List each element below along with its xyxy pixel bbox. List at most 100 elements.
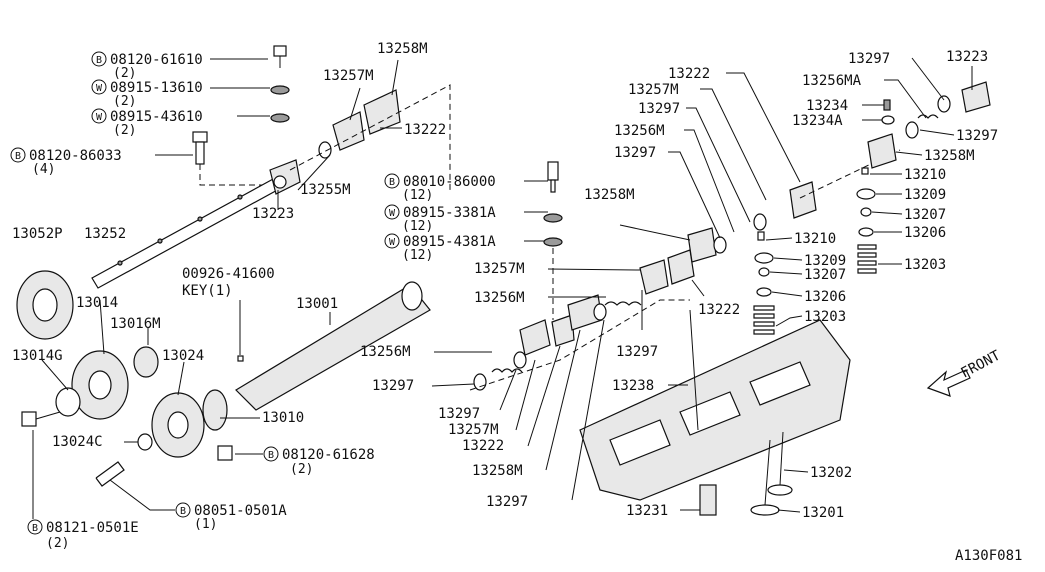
bolts-lower-left xyxy=(21,411,233,487)
label-13016M: 13016M xyxy=(110,316,161,332)
label-13297: 13297 xyxy=(848,51,890,67)
label-13258M: 13258M xyxy=(472,463,523,479)
label-13256MA: 13256MA xyxy=(802,73,862,89)
label-13234: 13234 xyxy=(806,98,848,114)
label-13223: 13223 xyxy=(946,49,988,65)
label-13255M: 13255M xyxy=(300,182,351,198)
svg-text:(1): (1) xyxy=(194,517,217,532)
label-13297: 13297 xyxy=(616,344,658,360)
rocker-arm-left xyxy=(269,84,451,195)
label-13001: 13001 xyxy=(296,296,338,312)
label-13297: 13297 xyxy=(638,101,680,117)
label-13258M: 13258M xyxy=(924,148,975,164)
label-13222: 13222 xyxy=(404,122,446,138)
label-13297: 13297 xyxy=(438,406,480,422)
svg-text:08915-4381A: 08915-4381A xyxy=(403,234,496,250)
rocker-arms-center xyxy=(469,149,901,391)
fastener-callout-08051-0501A: B 08051-0501A (1) xyxy=(109,479,287,532)
front-arrow: FRONT xyxy=(926,347,1004,397)
svg-text:W: W xyxy=(389,237,396,248)
label-00926-41600: 00926-41600 xyxy=(182,266,275,282)
fastener-callout-08915-4381A: W 08915-4381A (12) xyxy=(384,233,548,263)
thrust-plate-13016M xyxy=(133,346,159,378)
svg-text:W: W xyxy=(389,208,396,219)
svg-text:B: B xyxy=(15,151,21,162)
label-13202: 13202 xyxy=(810,465,852,481)
cylinder-head xyxy=(579,309,851,516)
svg-text:(4): (4) xyxy=(32,162,55,177)
label-13209: 13209 xyxy=(904,187,946,203)
svg-text:B: B xyxy=(32,523,38,534)
label-13203: 13203 xyxy=(804,309,846,325)
label-13258M: 13258M xyxy=(377,41,428,57)
fastener-callout-08120-86033: B 08120-86033 (4) xyxy=(10,147,193,177)
label-13209: 13209 xyxy=(804,253,846,269)
fastener-callout-08915-43610: W 08915-43610 (2) xyxy=(91,108,270,138)
front-label: FRONT xyxy=(958,347,1003,381)
label-13257M: 13257M xyxy=(628,82,679,98)
svg-text:08120-61628: 08120-61628 xyxy=(282,447,375,463)
svg-text:08915-3381A: 08915-3381A xyxy=(403,205,496,221)
leader-lines xyxy=(41,57,973,513)
svg-text:(2): (2) xyxy=(290,462,313,477)
label-13222: 13222 xyxy=(698,302,740,318)
svg-text:08915-43610: 08915-43610 xyxy=(110,109,203,125)
label-13256M: 13256M xyxy=(474,290,525,306)
label-13206: 13206 xyxy=(904,225,946,241)
label-13297: 13297 xyxy=(614,145,656,161)
label-key: KEY(1) xyxy=(182,283,233,299)
svg-text:(2): (2) xyxy=(113,66,136,81)
fastener-callout-08120-61628: B 08120-61628 (2) xyxy=(235,446,375,477)
cam-gear-13024 xyxy=(137,392,205,458)
label-13231: 13231 xyxy=(626,503,668,519)
label-13207: 13207 xyxy=(904,207,946,223)
label-13203: 13203 xyxy=(904,257,946,273)
svg-text:08120-86033: 08120-86033 xyxy=(29,148,122,164)
fastener-callout-08121-0501E: B 08121-0501E (2) xyxy=(27,430,139,551)
label-13207: 13207 xyxy=(804,267,846,283)
svg-text:W: W xyxy=(96,83,103,94)
valve-parts-right xyxy=(753,81,991,335)
svg-text:B: B xyxy=(180,506,186,517)
svg-text:(12): (12) xyxy=(402,248,433,263)
svg-text:08051-0501A: 08051-0501A xyxy=(194,503,287,519)
label-13210: 13210 xyxy=(904,167,946,183)
label-13257M: 13257M xyxy=(448,422,499,438)
label-13258M: 13258M xyxy=(584,187,635,203)
label-13257M: 13257M xyxy=(323,68,374,84)
svg-text:(12): (12) xyxy=(402,219,433,234)
label-13024C: 13024C xyxy=(52,434,103,450)
label-13014G: 13014G xyxy=(12,348,63,364)
svg-text:(2): (2) xyxy=(113,123,136,138)
label-13223: 13223 xyxy=(252,206,294,222)
fastener-callout-08915-3381A: W 08915-3381A (12) xyxy=(384,204,548,234)
label-13252: 13252 xyxy=(84,226,126,242)
label-13014: 13014 xyxy=(76,295,118,311)
label-13222: 13222 xyxy=(668,66,710,82)
label-13257M: 13257M xyxy=(474,261,525,277)
label-13297: 13297 xyxy=(956,128,998,144)
svg-text:W: W xyxy=(96,112,103,123)
label-13052P: 13052P xyxy=(12,226,63,242)
label-13297: 13297 xyxy=(486,494,528,510)
label-13222: 13222 xyxy=(462,438,504,454)
fastener-callout-08010-86000: B 08010-86000 (12) xyxy=(384,173,548,203)
svg-text:B: B xyxy=(268,450,274,461)
rocker-shaft-bolts xyxy=(192,45,290,186)
svg-text:08010-86000: 08010-86000 xyxy=(403,174,496,190)
label-13024: 13024 xyxy=(162,348,204,364)
camshaft-13001 xyxy=(202,281,431,431)
label-13256M: 13256M xyxy=(360,344,411,360)
label-13238: 13238 xyxy=(612,378,654,394)
svg-text:08120-61610: 08120-61610 xyxy=(110,52,203,68)
label-13010: 13010 xyxy=(262,410,304,426)
svg-text:B: B xyxy=(389,177,395,188)
part-labels: 13258M 13257M 13222 13255M 13223 13052P … xyxy=(12,41,998,521)
svg-text:08915-13610: 08915-13610 xyxy=(110,80,203,96)
svg-text:(2): (2) xyxy=(46,536,69,551)
svg-text:B: B xyxy=(96,55,102,66)
label-13297: 13297 xyxy=(372,378,414,394)
label-13201: 13201 xyxy=(802,505,844,521)
svg-text:(12): (12) xyxy=(402,188,433,203)
